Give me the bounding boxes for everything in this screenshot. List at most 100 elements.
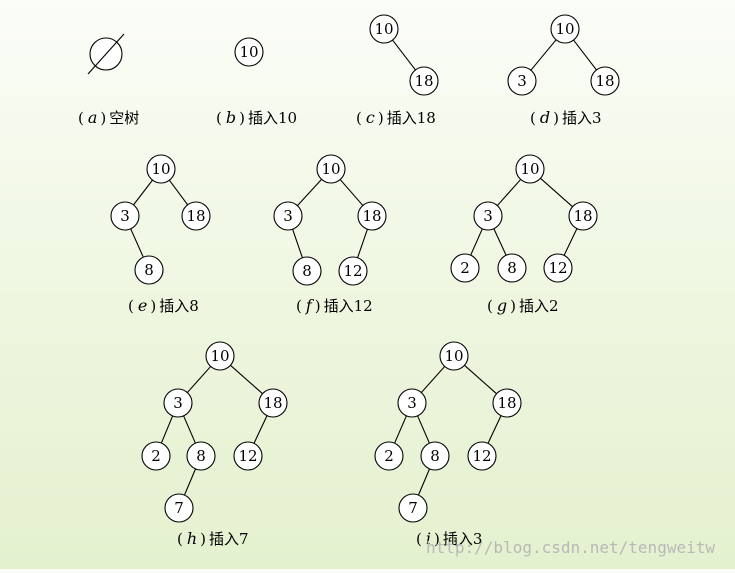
- node-circle: [163, 388, 193, 418]
- tree-edge: [357, 229, 368, 258]
- panel-caption: (d)插入3: [530, 108, 602, 127]
- tree-node-10: 10: [369, 14, 399, 44]
- node-label: 3: [483, 207, 493, 225]
- tree-node-8: 8: [497, 253, 527, 283]
- caption-close-paren: ): [553, 109, 559, 127]
- node-circle: [164, 493, 194, 523]
- caption-close-paren: ): [239, 109, 245, 127]
- panel-b: 10(b)插入10: [216, 37, 297, 127]
- node-circle: [467, 441, 497, 471]
- node-label: 3: [120, 207, 130, 225]
- tree-node-18: 18: [590, 66, 620, 96]
- tree-node-7: 7: [164, 493, 194, 523]
- caption-close-paren: ): [150, 297, 156, 315]
- node-label: 18: [414, 72, 433, 90]
- node-label: 18: [497, 394, 516, 412]
- node-circle: [550, 14, 580, 44]
- caption-close-paren: ): [434, 530, 440, 548]
- node-label: 10: [151, 160, 170, 178]
- panel-e: 10 3 18 8 (e)插入8: [110, 154, 211, 315]
- tree-edge: [130, 228, 144, 258]
- caption-close-paren: ): [315, 297, 321, 315]
- tree-node-3: 3: [507, 66, 537, 96]
- panel-caption: (h)插入7: [177, 529, 249, 548]
- node-label: 7: [408, 499, 418, 517]
- tree-edge: [168, 179, 189, 206]
- node-label: 8: [430, 447, 440, 465]
- tree-node-10: 10: [439, 341, 469, 371]
- tree-edge: [493, 228, 507, 256]
- tree-edge: [530, 39, 557, 71]
- caption-text: 插入3: [562, 109, 602, 127]
- node-circle: [409, 66, 439, 96]
- tree-node-3: 3: [397, 388, 427, 418]
- node-label: 2: [460, 259, 470, 277]
- tree-edge: [230, 364, 263, 395]
- panel-a: (a)空树: [78, 33, 139, 127]
- node-circle: [357, 201, 387, 231]
- panel-caption: (g)插入2: [487, 296, 559, 315]
- caption-letter: c: [366, 108, 375, 127]
- caption-text: 插入2: [519, 297, 559, 315]
- node-circle: [316, 154, 346, 184]
- tree-node-10: 10: [234, 37, 264, 67]
- node-label: 2: [384, 447, 394, 465]
- tree-node-18: 18: [181, 201, 211, 231]
- node-label: 2: [151, 447, 161, 465]
- node-label: 10: [444, 347, 463, 365]
- tree-edge: [573, 39, 597, 71]
- tree-node-2: 2: [141, 441, 171, 471]
- tree-node-18: 18: [357, 201, 387, 231]
- tree-edge: [183, 468, 197, 496]
- tree-node-8: 8: [134, 255, 164, 285]
- tree-node-10: 10: [515, 154, 545, 184]
- panel-caption: (e)插入8: [128, 296, 199, 315]
- empty-tree-slash: [87, 33, 125, 75]
- caption-letter: e: [138, 296, 147, 315]
- caption-text: 插入8: [159, 297, 199, 315]
- caption-text: 插入3: [443, 530, 483, 548]
- caption-open-paren: (: [78, 109, 84, 127]
- node-label: 18: [573, 207, 592, 225]
- tree-node-2: 2: [374, 441, 404, 471]
- node-label: 8: [196, 447, 206, 465]
- tree-edge: [133, 179, 153, 206]
- caption-letter: d: [540, 108, 550, 127]
- node-label: 3: [517, 72, 527, 90]
- node-label: 18: [362, 207, 381, 225]
- panel-caption: (i)插入3: [416, 529, 482, 548]
- caption-letter: i: [426, 529, 431, 548]
- node-circle: [590, 66, 620, 96]
- node-circle: [234, 37, 264, 67]
- tree-edge: [470, 228, 483, 256]
- node-circle: [497, 253, 527, 283]
- tree-node-10: 10: [146, 154, 176, 184]
- node-label: 3: [173, 394, 183, 412]
- node-circle: [507, 66, 537, 96]
- node-label: 18: [186, 207, 205, 225]
- node-label: 12: [238, 447, 257, 465]
- node-circle: [515, 154, 545, 184]
- caption-open-paren: (: [530, 109, 536, 127]
- tree-edge: [417, 415, 430, 444]
- watermark-url: http://blog.csdn.net/tengweitw: [426, 538, 715, 557]
- tree-edge: [464, 364, 497, 395]
- node-label: 7: [174, 499, 184, 517]
- tree-node-12: 12: [467, 441, 497, 471]
- tree-edge: [563, 228, 578, 256]
- node-circle: [338, 256, 368, 286]
- caption-open-paren: (: [416, 530, 422, 548]
- caption-text: 空树: [109, 109, 139, 127]
- node-circle: [398, 493, 428, 523]
- tree-node-3: 3: [473, 201, 503, 231]
- panel-i: 10 3 18 2 8 12 7 (i)插入3: [374, 341, 522, 548]
- tree-edge: [253, 415, 268, 444]
- node-circle: [181, 201, 211, 231]
- node-circle: [492, 388, 522, 418]
- tree-edge: [297, 178, 322, 207]
- panel-caption: (f)插入12: [296, 296, 373, 315]
- node-circle: [134, 255, 164, 285]
